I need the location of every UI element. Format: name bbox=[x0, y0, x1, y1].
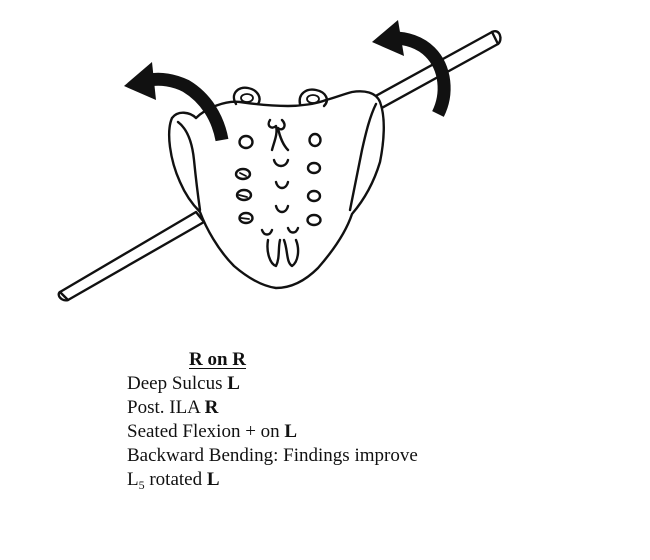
left-articular-facet bbox=[240, 93, 254, 103]
left-ala-contour bbox=[176, 120, 202, 212]
axis-rod-left bbox=[57, 210, 206, 302]
right-foramen-1 bbox=[308, 132, 322, 148]
central-tubercle-4 bbox=[260, 228, 274, 236]
left-foramen-2 bbox=[234, 167, 252, 181]
median-crest bbox=[267, 118, 290, 152]
right-articular-process bbox=[298, 88, 328, 108]
central-tubercle-3 bbox=[274, 204, 290, 214]
right-articular-facet bbox=[306, 94, 320, 104]
right-foramen-2 bbox=[306, 161, 322, 175]
sacral-hiatus bbox=[266, 238, 300, 268]
sacrum-diagram bbox=[57, 20, 502, 302]
left-foramen-1 bbox=[238, 134, 254, 150]
right-ala-contour bbox=[348, 102, 378, 212]
left-foramen-4 bbox=[238, 211, 254, 225]
caption-line-deep-sulcus: Deep Sulcus L bbox=[127, 373, 240, 394]
right-foramen-3 bbox=[306, 189, 322, 203]
caption-title: R on R bbox=[189, 349, 247, 370]
findings-caption: R on R Deep Sulcus L Post. ILA R Seated … bbox=[127, 348, 627, 492]
left-foramen-3 bbox=[235, 188, 253, 202]
left-rotation-arrow-icon bbox=[124, 62, 229, 142]
central-tubercle-1 bbox=[272, 158, 290, 168]
caption-line-seated-flexion: Seated Flexion + on L bbox=[127, 421, 298, 442]
caption-line-backward-bending: Backward Bending: Findings improve bbox=[127, 445, 418, 466]
sacrum-outline bbox=[167, 90, 385, 290]
central-tubercle-2 bbox=[274, 180, 290, 190]
right-rotation-arrow-icon bbox=[372, 20, 451, 117]
left-articular-process bbox=[232, 86, 261, 106]
caption-line-post-ila: Post. ILA R bbox=[127, 397, 219, 418]
caption-line-l5-rotated: L5 rotated L bbox=[127, 469, 220, 492]
right-foramen-4 bbox=[306, 213, 322, 227]
central-tubercle-5 bbox=[286, 226, 300, 234]
